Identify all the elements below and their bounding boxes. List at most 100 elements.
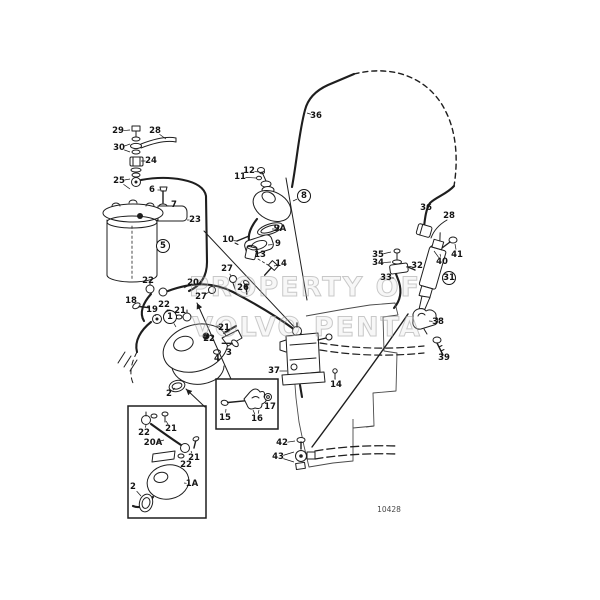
svg-text:11: 11 xyxy=(234,172,246,182)
part-callout-22: 22 xyxy=(158,300,170,312)
svg-text:14: 14 xyxy=(330,380,342,390)
part-callout-18: 18 xyxy=(125,296,137,306)
injection-pump xyxy=(279,322,333,399)
bolt-6 xyxy=(159,186,168,192)
filter-bracket xyxy=(157,205,188,222)
svg-text:36: 36 xyxy=(420,203,432,213)
part-callout-3: 3 xyxy=(226,348,232,358)
svg-text:22: 22 xyxy=(158,300,170,310)
watermark-line1: PROPERTY OF xyxy=(189,272,421,303)
part-callout-1a: 1A xyxy=(183,479,199,489)
part-callout-25: 25 xyxy=(113,176,131,190)
part-callout-14: 14 xyxy=(273,259,287,269)
part-callout-5: 5 xyxy=(156,239,170,253)
svg-text:6: 6 xyxy=(149,185,155,195)
part-callout-36: 36 xyxy=(420,203,432,213)
svg-text:19: 19 xyxy=(146,305,158,315)
svg-text:42: 42 xyxy=(276,438,288,448)
svg-text:22: 22 xyxy=(142,276,154,286)
svg-text:35: 35 xyxy=(372,250,384,260)
svg-text:26: 26 xyxy=(237,283,249,293)
lift-pump-assembly xyxy=(203,167,308,332)
part-callout-17: 17 xyxy=(264,402,276,412)
svg-text:40: 40 xyxy=(436,257,448,267)
return-hose xyxy=(140,136,177,145)
part-callout-26: 26 xyxy=(237,283,249,293)
svg-text:20: 20 xyxy=(187,278,199,288)
svg-text:31: 31 xyxy=(443,273,455,283)
part-callout-35: 35 xyxy=(372,250,392,260)
part-callout-32: 32 xyxy=(405,261,423,271)
svg-text:39: 39 xyxy=(438,353,450,363)
part-callout-23: 23 xyxy=(187,215,201,225)
part-callout-7: 7 xyxy=(166,200,177,210)
svg-text:5: 5 xyxy=(160,241,166,251)
part-callout-42: 42 xyxy=(276,438,296,448)
fuel-filter-assembly xyxy=(102,125,209,297)
part-callout-15: 15 xyxy=(219,408,231,423)
part-callout-29: 29 xyxy=(112,126,131,136)
part-callout-11: 11 xyxy=(234,172,257,182)
part-callout-34: 34 xyxy=(372,258,392,268)
svg-text:29: 29 xyxy=(112,126,124,136)
part-callout-2: 2 xyxy=(166,387,176,399)
part-callout-2: 2 xyxy=(130,482,142,497)
svg-text:24: 24 xyxy=(145,156,157,166)
part-callout-22: 22 xyxy=(142,276,154,286)
sleeve-13 xyxy=(244,244,258,261)
banjo-27b xyxy=(208,286,216,294)
part-callout-22: 22 xyxy=(180,460,192,470)
svg-text:22: 22 xyxy=(138,428,150,438)
part-callout-41: 41 xyxy=(451,243,463,260)
screw-39 xyxy=(432,336,442,344)
bolt-41 xyxy=(448,236,458,244)
svg-text:27: 27 xyxy=(221,264,233,274)
part-callout-36: 36 xyxy=(306,111,322,121)
part-callout-27: 27 xyxy=(221,264,233,277)
part-callout-9a: 9A xyxy=(272,224,287,234)
fuel-pipe-36 xyxy=(290,70,457,229)
inset-pump-detail xyxy=(127,388,207,519)
svg-text:2: 2 xyxy=(166,389,172,399)
part-callout-37: 37 xyxy=(268,366,287,376)
return-banjo-assembly xyxy=(295,437,397,471)
part-callout-22: 22 xyxy=(138,424,150,438)
washer-11 xyxy=(256,175,262,181)
svg-text:20A: 20A xyxy=(144,438,163,448)
clamp-16 xyxy=(243,388,267,410)
svg-text:14: 14 xyxy=(275,259,287,269)
svg-text:21: 21 xyxy=(174,306,186,316)
svg-text:1: 1 xyxy=(167,312,173,322)
svg-text:38: 38 xyxy=(432,317,444,327)
part-callout-30: 30 xyxy=(113,143,131,153)
part-callout-21: 21 xyxy=(165,420,177,434)
svg-text:23: 23 xyxy=(189,215,201,225)
svg-text:33: 33 xyxy=(380,273,392,283)
svg-text:43: 43 xyxy=(272,452,284,462)
svg-text:21: 21 xyxy=(218,323,230,333)
svg-text:21: 21 xyxy=(165,424,177,434)
svg-text:18: 18 xyxy=(125,296,137,306)
part-callout-16: 16 xyxy=(251,409,263,424)
svg-text:41: 41 xyxy=(451,250,463,260)
svg-text:32: 32 xyxy=(411,261,423,271)
part-callout-1: 1 xyxy=(163,310,177,328)
part-callout-20a: 20A xyxy=(144,438,165,448)
inset-clamp-detail xyxy=(196,302,279,430)
part-callout-4: 4 xyxy=(214,354,220,364)
bolt-26 xyxy=(243,279,250,295)
part-callout-8: 8 xyxy=(292,189,311,203)
figure-number: 10428 xyxy=(377,505,401,514)
nut-17 xyxy=(264,393,272,401)
svg-text:36: 36 xyxy=(310,111,322,121)
part-callout-10: 10 xyxy=(222,235,238,245)
screw-15 xyxy=(220,399,229,406)
svg-text:13: 13 xyxy=(254,250,266,260)
svg-text:28: 28 xyxy=(443,211,455,221)
pipe-20A xyxy=(149,422,183,447)
svg-text:28: 28 xyxy=(149,126,161,136)
svg-text:37: 37 xyxy=(268,366,280,376)
